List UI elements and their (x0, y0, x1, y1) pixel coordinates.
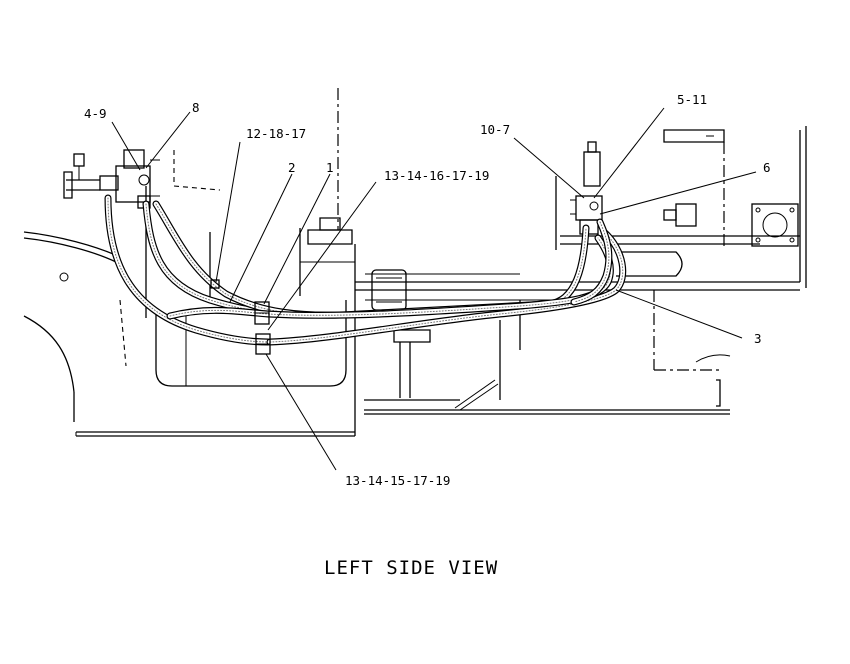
callout-13-14-15-17-19: 13-14-15-17-19 (345, 473, 450, 488)
callout-3: 3 (754, 331, 762, 346)
hose-d (266, 228, 627, 346)
hose-c (152, 200, 590, 319)
hose-f (570, 218, 613, 306)
machine-frame (23, 126, 807, 437)
callout-2: 2 (288, 160, 296, 175)
small-fitting (210, 279, 220, 289)
callout-10-7: 10-7 (480, 122, 510, 137)
hose-e (166, 234, 614, 320)
callout-6: 6 (763, 160, 771, 175)
leader-lines (111, 107, 757, 471)
callout-1: 1 (326, 160, 334, 175)
callout-12-18-17: 12-18-17 (246, 126, 306, 141)
callout-13-14-16-17-19: 13-14-16-17-19 (384, 168, 489, 183)
hidden-lines (119, 88, 725, 371)
hose-clamps (210, 279, 271, 355)
callout-4-9: 4-9 (84, 106, 107, 121)
callouts: 4-9 8 12-18-17 2 1 13-14-16-17-19 10-7 5… (84, 92, 771, 488)
callout-8: 8 (192, 100, 200, 115)
hoses (104, 194, 627, 346)
hose-a (104, 194, 272, 346)
left-valve-assembly (63, 149, 160, 209)
callout-5-11: 5-11 (677, 92, 707, 107)
view-caption: LEFT SIDE VIEW (324, 557, 498, 579)
